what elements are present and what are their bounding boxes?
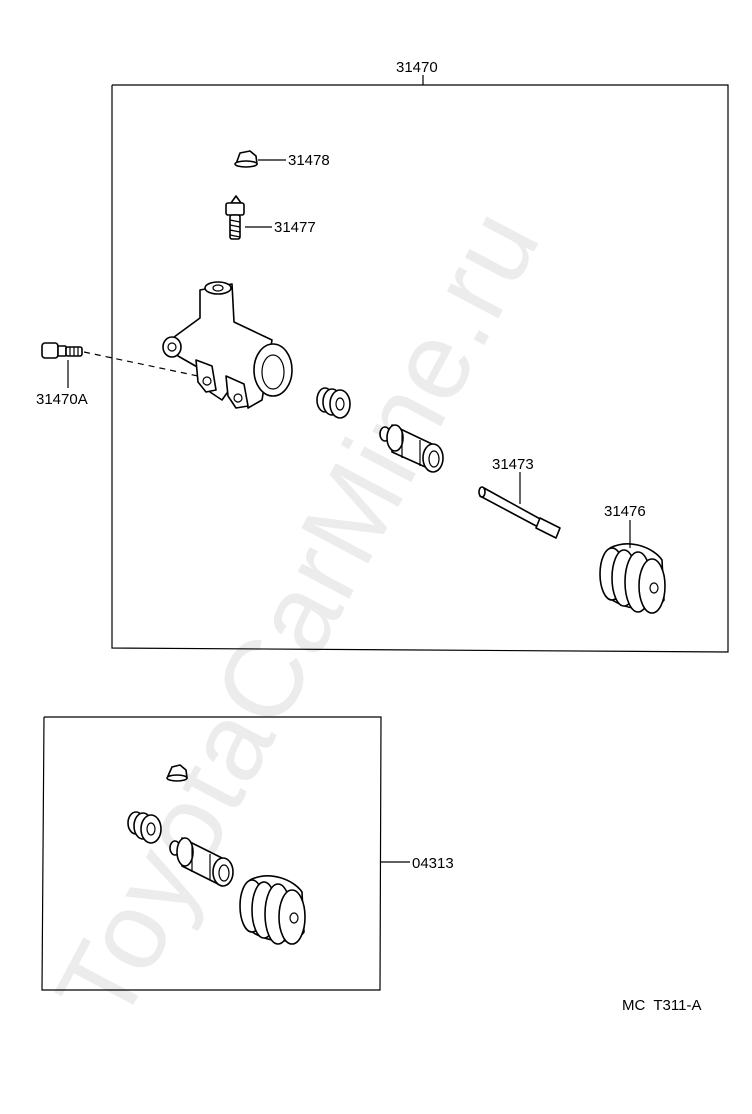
bolt-icon [41,342,83,359]
diagram-code: MC T311-A [622,997,701,1014]
kit-boot-icon [239,875,306,945]
part-label-31478: 31478 [288,152,330,169]
piston-icon [379,424,444,473]
bleeder-cap-icon [234,150,258,168]
piston-cup-icon [316,387,351,419]
part-label-31477: 31477 [274,219,316,236]
part-label-31473: 31473 [492,456,534,473]
assembly-label: 31470 [396,59,438,76]
cylinder-body-icon [162,281,293,409]
assembly-box: 31470 [111,59,729,653]
boot-icon [599,543,666,614]
kit-bleeder-cap-icon [166,764,188,782]
part-label-31476: 31476 [604,503,646,520]
kit-label: 04313 [412,855,454,872]
kit-piston-icon [169,837,234,887]
part-label-31470A: 31470A [36,391,88,408]
bleeder-plug-icon [225,195,245,240]
kit-piston-cup-icon [127,811,162,844]
kit-box: 04313 [41,716,454,991]
push-rod-icon [478,486,561,539]
